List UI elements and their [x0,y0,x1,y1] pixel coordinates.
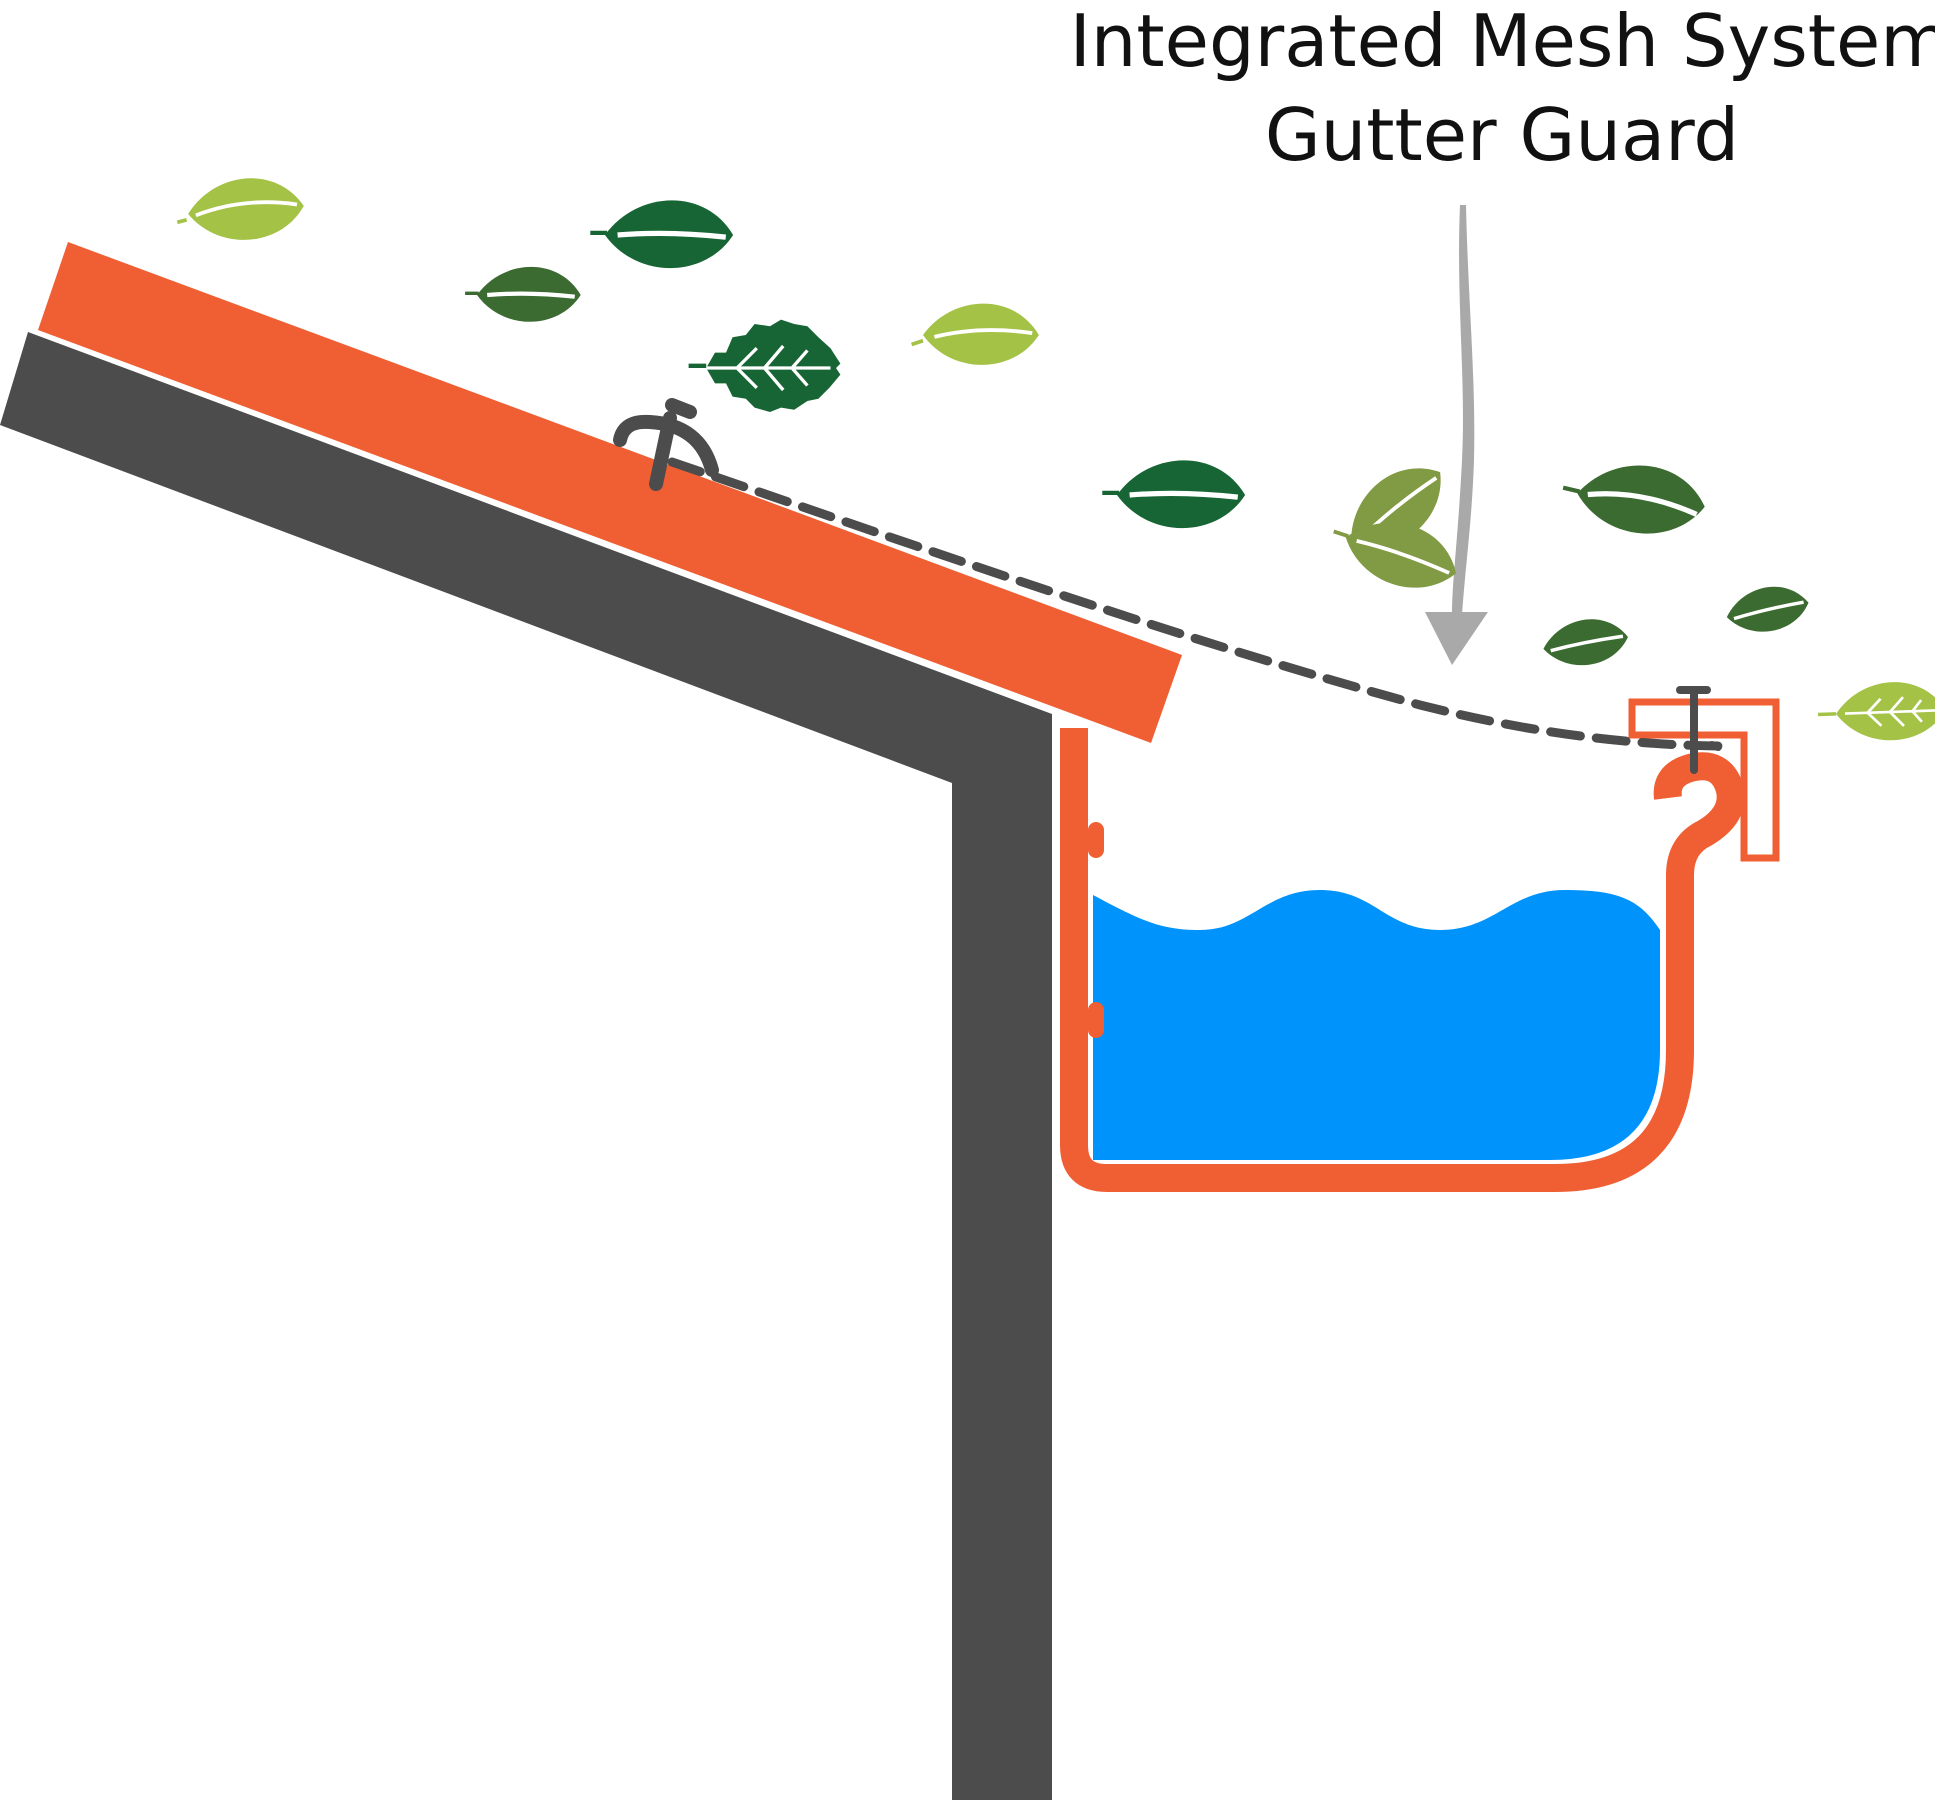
gutter-front-bracket [1628,698,1780,862]
mesh-gutter-guard [667,457,1723,751]
leaf-icon [1333,507,1466,602]
label-line-1: Integrated Mesh System [1070,0,1935,83]
arrow-down-icon [1425,205,1488,665]
leaf-icon [1817,680,1935,743]
gutter-tab-lower [1088,1002,1104,1038]
leaf-icon [1540,614,1632,671]
leaf-icon [590,200,734,269]
leaf-icon [176,174,306,244]
gutter-tab-upper [1088,822,1104,858]
leaf-icon [688,319,841,412]
leaf-icon [1562,458,1709,540]
mesh-screw-fastener [1676,686,1722,774]
roof-panel [38,242,1182,743]
leaf-icon [1722,580,1813,639]
gutter-water [1093,890,1660,1160]
leaf-icon [465,266,581,322]
house-wall [0,332,1052,1800]
leaf-icon [910,303,1039,365]
mesh-roof-clip [613,398,719,491]
label-line-2: Gutter Guard [1265,93,1739,177]
leaf-icon [1102,460,1246,529]
